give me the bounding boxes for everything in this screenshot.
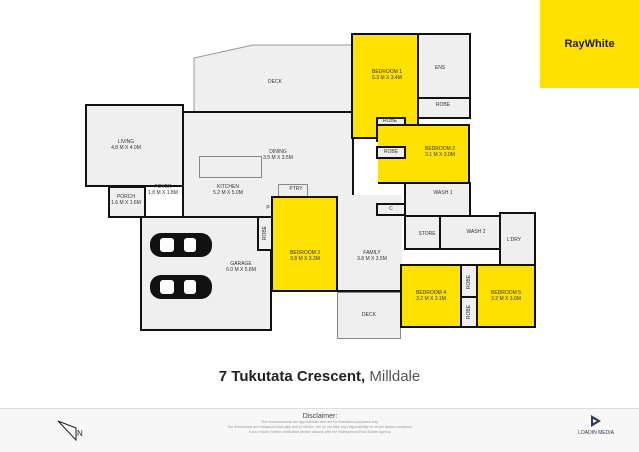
porch: [108, 186, 146, 218]
compass-n: N: [77, 429, 83, 438]
north-compass-icon: N: [57, 420, 83, 442]
wash-1-label: WASH 1: [433, 190, 453, 196]
raywhite-logo: RayWhite: [540, 0, 639, 88]
robe-3: [376, 146, 406, 159]
bedroom-5: [476, 264, 536, 328]
robe-1-label: ROBE: [435, 102, 451, 108]
cupboard: [376, 203, 406, 216]
store-label: STORE: [418, 231, 436, 237]
credit-text: LOADIN MEDIA: [578, 430, 614, 436]
robe-1: [417, 97, 471, 119]
robe-2-label: ROBE: [382, 118, 398, 124]
robe-5-label: ROBE: [466, 304, 472, 320]
ensuite: [417, 33, 471, 99]
loadin-media-logo: LOADIN MEDIA: [566, 414, 626, 436]
address-street: 7 Tukutata Crescent,: [218, 368, 366, 385]
ens-label: ENS: [434, 65, 446, 71]
car-icons: [150, 233, 212, 299]
address-suburb: Milldale: [369, 368, 421, 385]
pantry-label: PTRY: [289, 186, 303, 192]
loadin-media-icon: [591, 415, 601, 427]
deck-bottom: [337, 292, 401, 339]
deck-top-shape: [193, 44, 353, 113]
disclaimer-line: The dimensions are measured internally a…: [226, 425, 414, 429]
wash-2-label: WASH 2: [466, 229, 486, 235]
footer: [0, 408, 639, 452]
c-label: C: [389, 206, 393, 212]
bedroom-3: [271, 196, 338, 292]
laundry: [499, 212, 536, 266]
disclaimer-title: Disclaimer:: [302, 413, 338, 420]
bedroom-4: [400, 264, 462, 328]
robe-3-label: ROBE: [383, 149, 399, 155]
robe-4-label: ROBE: [466, 274, 472, 290]
deck-bottom-label: DECK: [362, 312, 376, 318]
disclaimer-line: If you require further verification plea…: [248, 430, 392, 434]
p-label: P: [266, 205, 270, 211]
deck-top-label: DECK: [268, 79, 282, 85]
property-address: 7 Tukutata Crescent, Milldale: [0, 368, 639, 385]
disclaimer: Disclaimer: The measurements are approxi…: [170, 413, 470, 435]
wash-1: [404, 182, 471, 217]
laundry-label: L'DRY: [506, 237, 522, 243]
wash-2: [439, 215, 501, 250]
kitchen-island: [199, 156, 262, 178]
disclaimer-line: The measurements are approximate and are…: [261, 420, 379, 424]
robe-garage-label: ROBE: [262, 225, 268, 241]
